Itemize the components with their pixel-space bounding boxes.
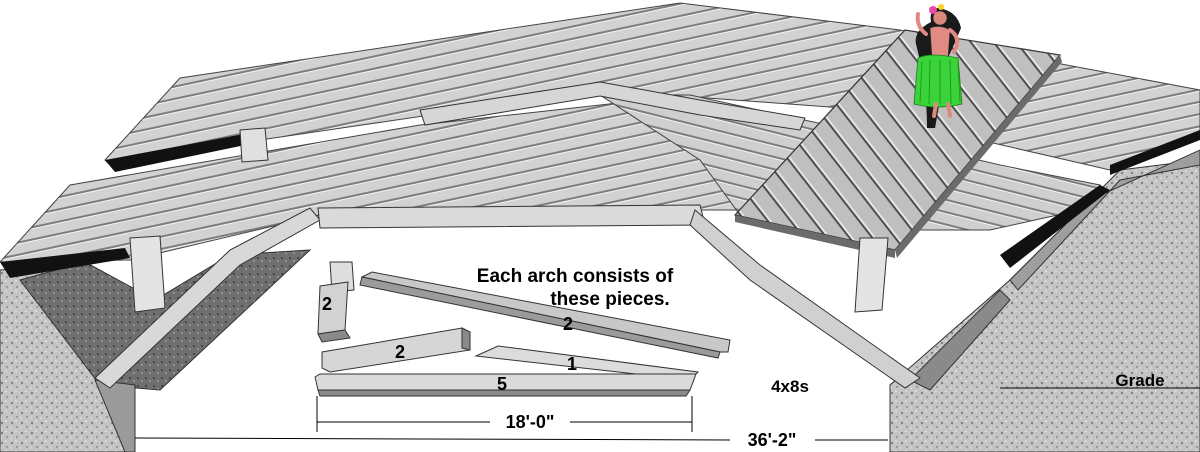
long-rafter-count: 2	[563, 314, 573, 334]
piece-short-rafter: 2	[321, 327, 471, 373]
lumber-size-label: 4x8s	[771, 377, 809, 396]
wedge-count: 1	[567, 354, 577, 374]
grade-label: Grade	[1115, 371, 1164, 390]
annotation-line1: Each arch consists of	[477, 266, 674, 287]
piece-length-label: 18'-0"	[506, 412, 555, 432]
piece-long-rafter: 2	[359, 271, 731, 359]
piece-wedge: 1	[474, 345, 700, 381]
annotation-line2: these pieces.	[550, 289, 669, 310]
hula-dancer-figure	[913, 4, 963, 128]
right-foundation	[889, 149, 1200, 452]
piece-gusset: 2	[317, 261, 355, 343]
span-dimension	[134, 437, 888, 441]
span-label: 36'-2"	[748, 430, 797, 450]
roof-deck	[733, 29, 1062, 258]
dim-bg	[490, 412, 570, 430]
arch-pieces-group: 2 2 2 1 5	[314, 261, 731, 397]
gusset-count: 2	[322, 294, 332, 314]
short-rafter-count: 2	[395, 342, 405, 362]
base-beam-count: 5	[497, 374, 507, 394]
arch-frame	[94, 81, 921, 389]
piece-base-beam: 5	[314, 373, 697, 397]
